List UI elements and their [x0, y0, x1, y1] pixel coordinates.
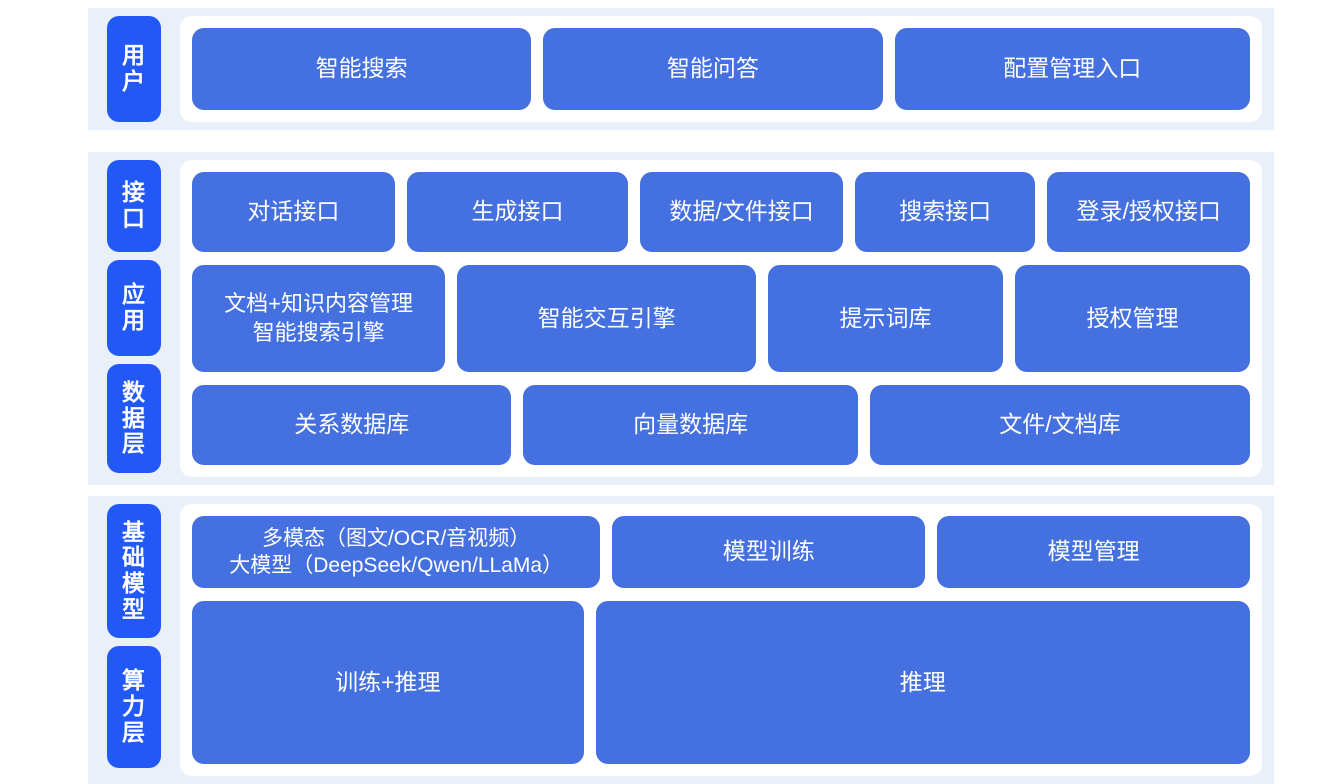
layer-tag-data-label: 数 据 层	[122, 378, 146, 457]
layer-tag-compute-label: 算 力 层	[122, 667, 146, 745]
section-base: 基 础 模 型 算 力 层 多模态（图文/OCR/音视频） 大模型（DeepSe…	[88, 496, 1274, 784]
layer-tag-foundation-model[interactable]: 基 础 模 型	[107, 504, 161, 638]
row-models: 多模态（图文/OCR/音视频） 大模型（DeepSeek/Qwen/LLaMa）…	[192, 516, 1250, 588]
box-vector-database[interactable]: 向量数据库	[523, 385, 858, 465]
tag-column-base: 基 础 模 型 算 力 层	[88, 496, 180, 784]
box-data-file-interface[interactable]: 数据/文件接口	[640, 172, 843, 252]
layer-tag-application-label: 应 用	[122, 281, 146, 333]
layer-tag-user-label: 用 户	[122, 42, 146, 94]
panel-base: 多模态（图文/OCR/音视频） 大模型（DeepSeek/Qwen/LLaMa）…	[180, 504, 1262, 776]
box-file-document-store[interactable]: 文件/文档库	[869, 385, 1250, 465]
box-training-inference[interactable]: 训练+推理	[192, 601, 584, 764]
box-model-training[interactable]: 模型训练	[612, 516, 926, 588]
box-smart-search[interactable]: 智能搜索	[192, 28, 532, 110]
layer-tag-data[interactable]: 数 据 层	[107, 364, 161, 473]
row-interfaces: 对话接口 生成接口 数据/文件接口 搜索接口 登录/授权接口	[192, 172, 1251, 252]
box-generation-interface[interactable]: 生成接口	[406, 172, 629, 252]
box-relational-database[interactable]: 关系数据库	[192, 385, 512, 465]
layer-tag-interface-label: 接 口	[122, 179, 146, 231]
layer-tag-user[interactable]: 用 户	[107, 16, 161, 122]
box-dialog-interface[interactable]: 对话接口	[192, 172, 395, 252]
box-config-management-entry[interactable]: 配置管理入口	[894, 28, 1250, 110]
box-doc-knowledge-management[interactable]: 文档+知识内容管理 智能搜索引擎	[192, 264, 446, 373]
section-middle: 接 口 应 用 数 据 层 对话接口 生成接口 数据/文件接口 搜索接口 登录/…	[88, 152, 1274, 485]
box-inference[interactable]: 推理	[595, 601, 1250, 764]
box-search-interface[interactable]: 搜索接口	[854, 172, 1036, 252]
layer-tag-foundation-model-label: 基 础 模 型	[122, 518, 146, 622]
box-prompt-library[interactable]: 提示词库	[768, 264, 1004, 373]
box-authorization-management[interactable]: 授权管理	[1015, 264, 1250, 373]
layer-tag-interface[interactable]: 接 口	[107, 160, 161, 252]
box-multimodal-large-model[interactable]: 多模态（图文/OCR/音视频） 大模型（DeepSeek/Qwen/LLaMa）	[192, 516, 601, 588]
row-user-entries: 智能搜索 智能问答 配置管理入口	[192, 28, 1250, 110]
row-applications: 文档+知识内容管理 智能搜索引擎 智能交互引擎 提示词库 授权管理	[192, 264, 1250, 373]
row-data-stores: 关系数据库 向量数据库 文件/文档库	[192, 385, 1250, 465]
layer-tag-compute[interactable]: 算 力 层	[107, 646, 161, 768]
box-login-authorization-interface[interactable]: 登录/授权接口	[1047, 172, 1251, 252]
tag-column-middle: 接 口 应 用 数 据 层	[88, 152, 180, 485]
box-smart-interaction-engine[interactable]: 智能交互引擎	[457, 264, 757, 373]
tag-column-user: 用 户	[88, 8, 180, 130]
panel-middle: 对话接口 生成接口 数据/文件接口 搜索接口 登录/授权接口 文档+知识内容管理…	[180, 160, 1262, 477]
box-model-management[interactable]: 模型管理	[937, 516, 1250, 588]
layer-tag-application[interactable]: 应 用	[107, 260, 161, 356]
panel-user: 智能搜索 智能问答 配置管理入口	[180, 16, 1262, 122]
section-user: 用 户 智能搜索 智能问答 配置管理入口	[88, 8, 1274, 130]
box-smart-qa[interactable]: 智能问答	[543, 28, 883, 110]
row-compute: 训练+推理 推理	[192, 601, 1250, 764]
